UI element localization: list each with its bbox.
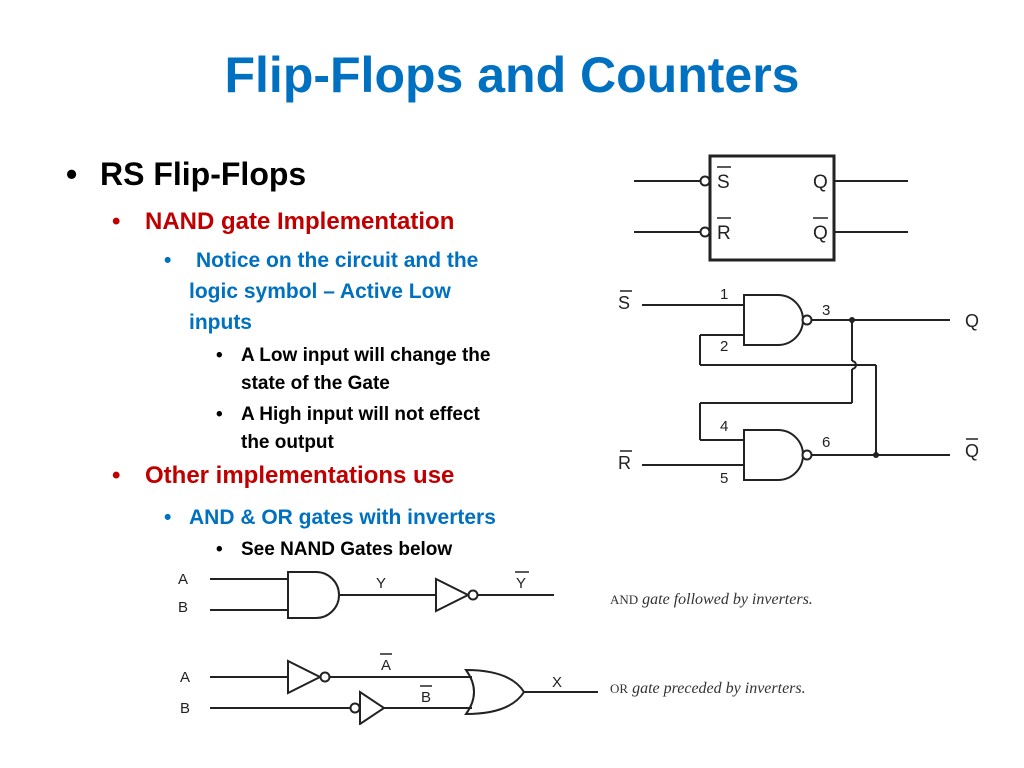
- pin-5-label: 5: [720, 470, 728, 487]
- pin-3-label: 3: [822, 302, 830, 319]
- and-y-label: Y: [376, 575, 386, 592]
- pin-1-label: 1: [720, 286, 728, 303]
- circuit-s-label: S: [618, 293, 630, 313]
- and-a-label: A: [178, 571, 188, 588]
- rs-flip-flop-symbol: S R Q Q: [634, 154, 908, 262]
- and-caption: AND gate followed by inverters.: [610, 591, 813, 608]
- nand-latch-circuit: S R Q Q 1 2 3 4 5 6: [618, 286, 979, 487]
- symbol-q-label: Q: [813, 172, 828, 193]
- and-inverter-diagram: A B Y Y: [178, 571, 554, 619]
- or-x-label: X: [552, 674, 562, 691]
- pin-4-label: 4: [720, 418, 728, 435]
- and-b-label: B: [178, 599, 188, 616]
- or-a-label: A: [180, 669, 190, 686]
- circuit-q-label: Q: [965, 311, 979, 331]
- pin-2-label: 2: [720, 338, 728, 355]
- circuit-qbar-label: Q: [965, 441, 979, 461]
- or-inverter-diagram: A B A B X: [180, 653, 598, 725]
- symbol-qbar-label: Q: [813, 223, 828, 244]
- or-bbar-label: B: [421, 689, 431, 706]
- or-b-label: B: [180, 700, 190, 717]
- symbol-r-label: R: [717, 223, 731, 244]
- symbol-s-label: S: [717, 172, 730, 193]
- slide-title: Flip-Flops and Counters: [224, 47, 800, 103]
- pin-6-label: 6: [822, 434, 830, 451]
- or-abar-label: A: [381, 657, 391, 674]
- and-ybar-label: Y: [516, 575, 526, 592]
- or-caption: OR gate preceded by inverters.: [610, 680, 806, 697]
- circuit-r-label: R: [618, 453, 631, 473]
